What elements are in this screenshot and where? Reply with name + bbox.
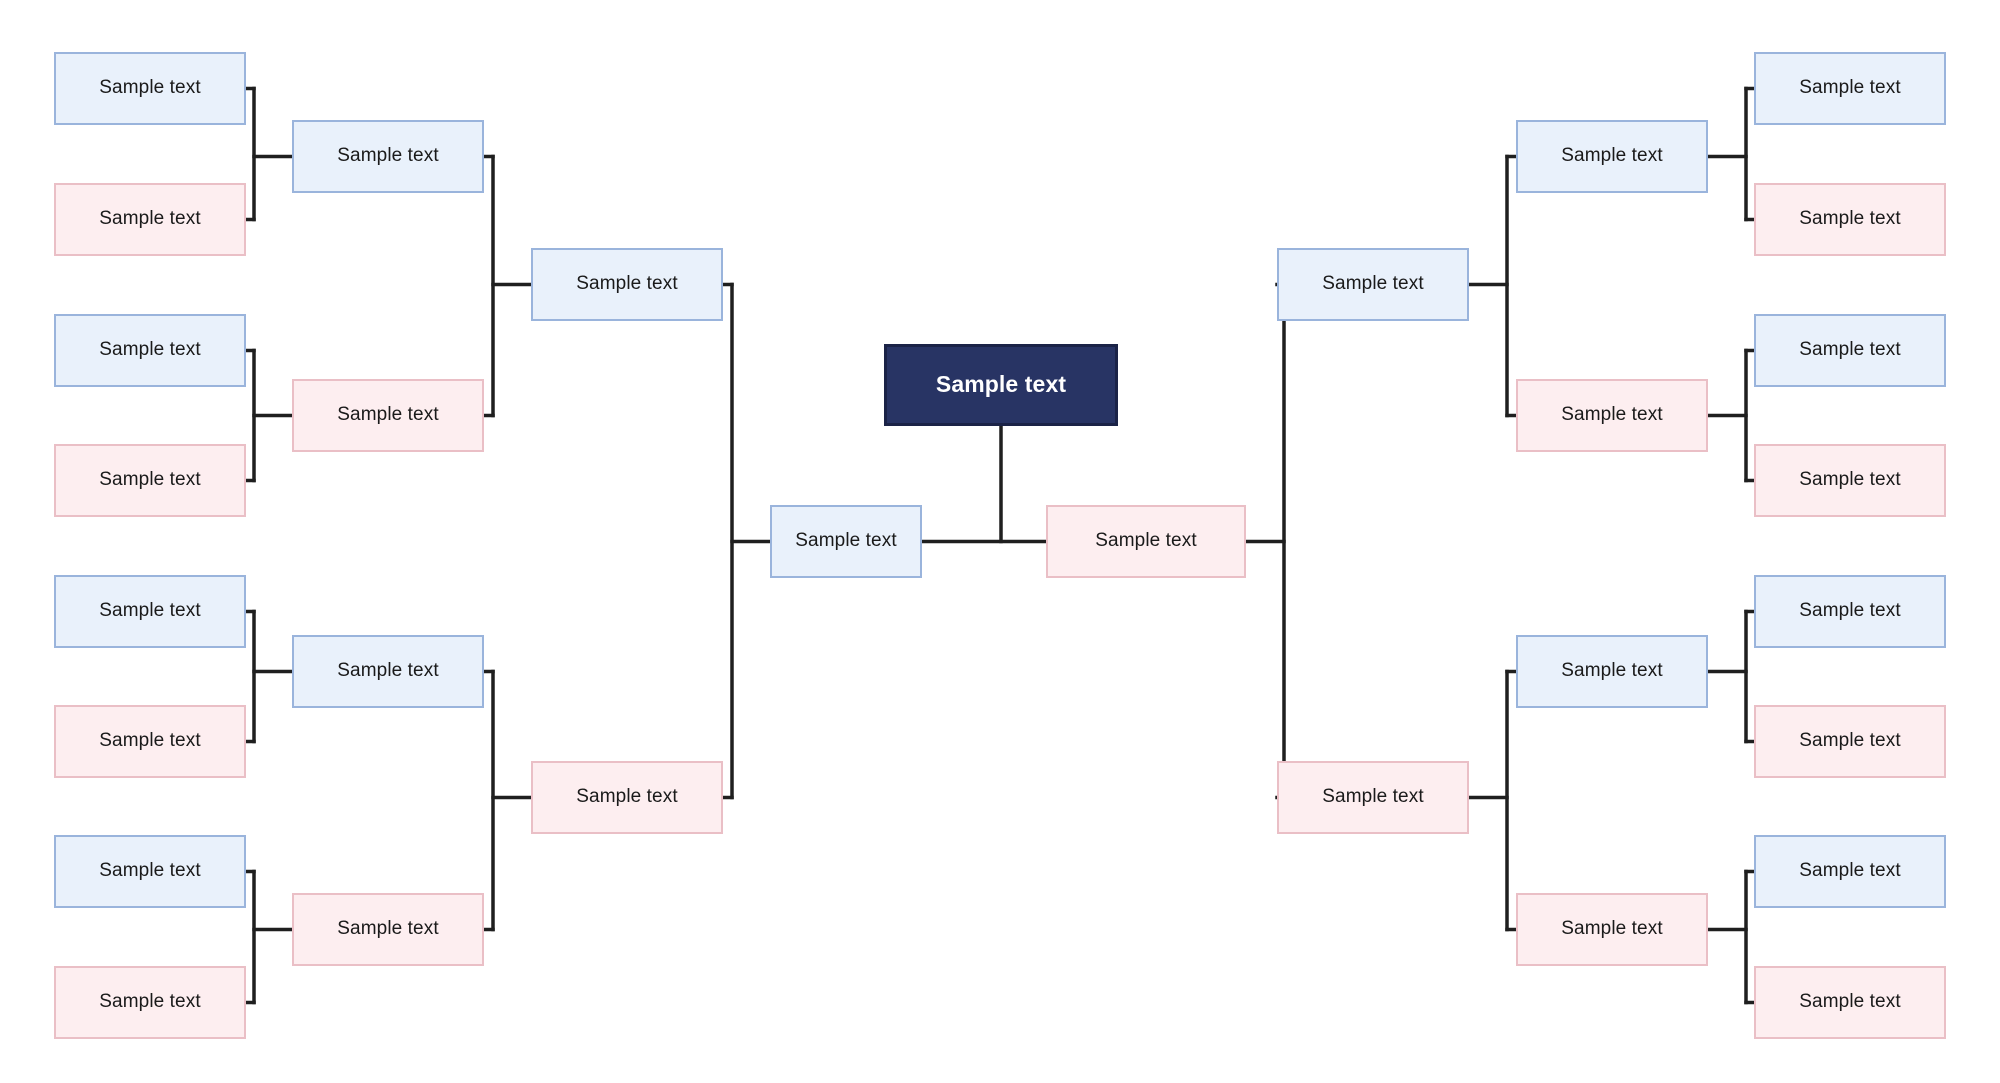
node-l11[interactable]: Sample text [54,444,246,517]
node-label: Sample text [99,77,201,99]
node-label: Sample text [1561,918,1663,940]
node-r12[interactable]: Sample text [1754,575,1946,648]
node-l15[interactable]: Sample text [54,966,246,1039]
node-r7[interactable]: Sample text [1516,893,1708,966]
node-l3[interactable]: Sample text [531,761,723,834]
node-l7[interactable]: Sample text [292,893,484,966]
node-l13[interactable]: Sample text [54,705,246,778]
node-l8[interactable]: Sample text [54,52,246,125]
node-label: Sample text [576,786,678,808]
node-label: Sample text [1561,660,1663,682]
node-label: Sample text [1799,77,1901,99]
node-l6[interactable]: Sample text [292,635,484,708]
node-r9[interactable]: Sample text [1754,183,1946,256]
node-l4[interactable]: Sample text [292,120,484,193]
node-label: Sample text [1799,730,1901,752]
node-label: Sample text [795,530,897,552]
node-r2[interactable]: Sample text [1277,248,1469,321]
node-l5[interactable]: Sample text [292,379,484,452]
node-r15[interactable]: Sample text [1754,966,1946,1039]
node-r8[interactable]: Sample text [1754,52,1946,125]
node-label: Sample text [576,273,678,295]
node-r13[interactable]: Sample text [1754,705,1946,778]
node-label: Sample text [99,991,201,1013]
root-node[interactable]: Sample text [884,344,1118,426]
node-r6[interactable]: Sample text [1516,635,1708,708]
node-r10[interactable]: Sample text [1754,314,1946,387]
node-label: Sample text [1322,786,1424,808]
node-label: Sample text [1561,404,1663,426]
node-label: Sample text [1799,860,1901,882]
node-label: Sample text [99,208,201,230]
node-label: Sample text [337,404,439,426]
node-r4[interactable]: Sample text [1516,120,1708,193]
node-r11[interactable]: Sample text [1754,444,1946,517]
node-label: Sample text [99,469,201,491]
node-label: Sample text [337,145,439,167]
node-l9[interactable]: Sample text [54,183,246,256]
node-r1[interactable]: Sample text [1046,505,1246,578]
node-l2[interactable]: Sample text [531,248,723,321]
node-l14[interactable]: Sample text [54,835,246,908]
node-r14[interactable]: Sample text [1754,835,1946,908]
node-label: Sample text [1799,600,1901,622]
node-label: Sample text [337,660,439,682]
node-label: Sample text [337,918,439,940]
node-label: Sample text [1799,991,1901,1013]
node-label: Sample text [935,371,1067,398]
node-label: Sample text [1095,530,1197,552]
node-label: Sample text [1799,469,1901,491]
node-label: Sample text [99,339,201,361]
node-r3[interactable]: Sample text [1277,761,1469,834]
node-r5[interactable]: Sample text [1516,379,1708,452]
node-label: Sample text [1799,208,1901,230]
node-label: Sample text [1561,145,1663,167]
node-label: Sample text [1799,339,1901,361]
node-label: Sample text [99,860,201,882]
node-l12[interactable]: Sample text [54,575,246,648]
node-label: Sample text [1322,273,1424,295]
node-label: Sample text [99,600,201,622]
node-label: Sample text [99,730,201,752]
node-l1[interactable]: Sample text [770,505,922,578]
node-l10[interactable]: Sample text [54,314,246,387]
